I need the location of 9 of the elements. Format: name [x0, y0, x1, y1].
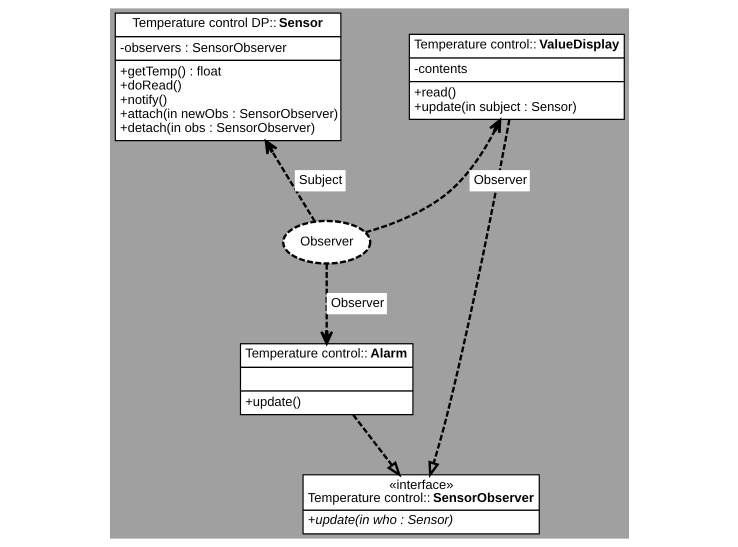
arrow: [428, 120, 510, 478]
edge-label: Subject: [298, 172, 342, 188]
arrow: [264, 140, 316, 222]
arrow: [364, 118, 501, 234]
arrow: [320, 264, 333, 345]
arrow: [352, 414, 401, 478]
edge-label: Observer: [473, 172, 527, 188]
edge-label: Observer: [330, 294, 384, 310]
node-ellipse: Observer: [281, 220, 371, 265]
